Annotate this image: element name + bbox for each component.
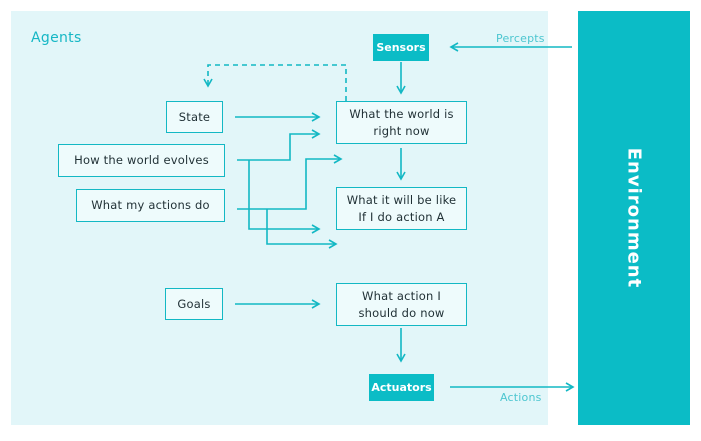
- sensors-box: Sensors: [373, 34, 429, 61]
- what-action-box: What action I should do now: [336, 283, 467, 326]
- what-my-actions-do-box: What my actions do: [76, 189, 225, 222]
- actions-do-to-whatif-arrow: [266, 209, 338, 249]
- actions-do-to-world-arrow: [237, 154, 343, 210]
- agents-label: Agents: [31, 30, 82, 46]
- actions-label: Actions: [500, 391, 542, 404]
- how-world-evolves-box: How the world evolves: [58, 144, 225, 177]
- feedback-dashed-arrow: [203, 64, 347, 101]
- world-now-box: What the world is right now: [336, 101, 467, 144]
- percepts-label: Percepts: [496, 32, 545, 45]
- what-if-action-box: What it will be like If I do action A: [336, 187, 467, 230]
- environment-panel: [578, 11, 690, 425]
- actuators-box: Actuators: [369, 374, 434, 401]
- evolves-to-world-arrow: [237, 129, 321, 161]
- goals-box: Goals: [165, 288, 223, 320]
- state-box: State: [166, 101, 223, 133]
- evolves-to-whatif-arrow: [248, 160, 321, 234]
